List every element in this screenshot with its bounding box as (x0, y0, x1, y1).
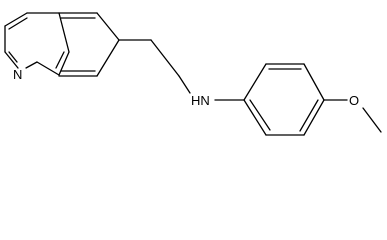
bond-o-ch3 (362, 107, 382, 133)
bond-c4a-c8a (58, 12, 70, 53)
bond-ar-c1-c2 (243, 63, 267, 101)
bond-ar-c4-c5 (303, 99, 325, 136)
bond-ar-c6-c1 (243, 99, 267, 136)
bond-c8a-c8-n (36, 61, 60, 76)
bond-c3-c4-inner (8, 17, 28, 30)
bond-c3-c4 (4, 12, 28, 27)
bond-n1-c2 (4, 51, 19, 69)
oxygen-label: O (349, 93, 359, 108)
methoxyphenyl-ring (243, 63, 325, 136)
ring-nitrogen-label: N (13, 67, 22, 82)
bond-ch2-c6-ring (150, 39, 180, 77)
methoxy-group (323, 99, 382, 133)
amine-label: HN (191, 93, 210, 108)
bond-c8a-n1 (25, 61, 38, 69)
bond-c8a-inner (55, 51, 65, 69)
quinoline-ring-system (4, 12, 120, 77)
methylene-amine-linker (118, 39, 245, 101)
molecule-diagram: N HN O (4, 12, 382, 136)
bond-ch2-nh (178, 75, 191, 94)
bond-c6-c7 (96, 39, 120, 77)
bond-c5-c6 (96, 12, 120, 41)
bond-ar-c3-c4 (303, 63, 325, 101)
bond-n1-c2-inner (8, 51, 18, 63)
bond-ar-c6-c1-inner (249, 99, 271, 131)
bond-ar-c4-c5-inner (299, 99, 319, 132)
